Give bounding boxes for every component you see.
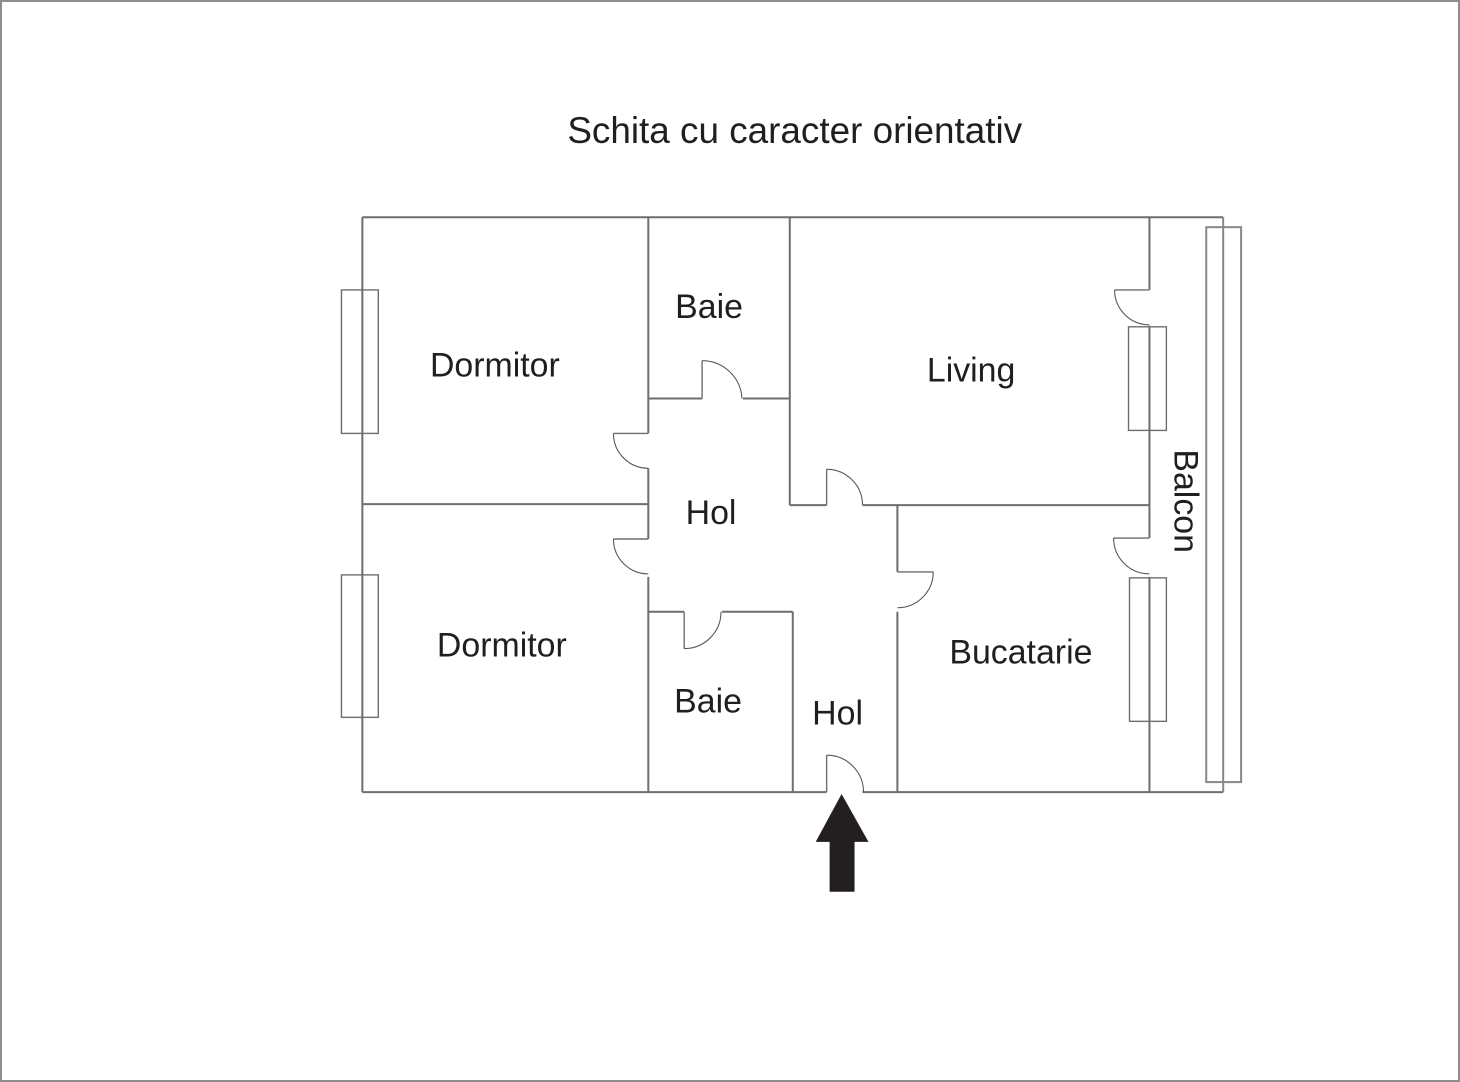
- door-entrance: [825, 754, 865, 793]
- outer-walls: [361, 216, 1224, 794]
- door-arc: [1114, 289, 1150, 326]
- room-label-hol-entry: Hol: [812, 694, 863, 732]
- window-living: [1127, 326, 1168, 432]
- door-dormitor-top: [612, 432, 649, 469]
- room-label-living: Living: [927, 352, 1015, 390]
- room-label-baie-top: Baie: [675, 288, 743, 326]
- door-dormitor-bottom: [612, 538, 649, 575]
- room-label-dormitor-bottom: Dormitor: [437, 627, 567, 665]
- door-baie-bottom: [683, 611, 722, 650]
- door-arc: [826, 468, 864, 506]
- door-arc: [702, 360, 743, 399]
- interior-walls: [362, 217, 1150, 793]
- page-title: Schita cu caracter orientativ: [567, 110, 1022, 151]
- door-arc: [826, 754, 865, 793]
- entrance-arrow-icon: [815, 794, 869, 892]
- doors: [612, 289, 1150, 793]
- room-label-hol-center: Hol: [686, 494, 737, 532]
- door-arc: [684, 611, 722, 650]
- door-arc: [612, 433, 649, 469]
- balcony-structure: [1205, 217, 1243, 793]
- door-arc: [612, 539, 649, 575]
- door-bucatarie: [897, 571, 934, 609]
- room-label-bucatarie: Bucatarie: [949, 634, 1092, 672]
- door-living-balcon: [1114, 289, 1150, 326]
- door-bucatarie-balcon: [1113, 537, 1150, 575]
- window-dormitor-top: [340, 289, 380, 435]
- door-arc: [897, 571, 934, 609]
- door-arc: [1113, 538, 1150, 575]
- door-baie-top: [701, 360, 743, 399]
- room-label-dormitor-top: Dormitor: [430, 347, 560, 385]
- balcony-glazing-band: [1205, 226, 1243, 784]
- room-label-baie-bottom: Baie: [674, 682, 742, 720]
- window-bucatarie: [1128, 577, 1168, 723]
- windows: [340, 289, 1168, 723]
- window-dormitor-bottom: [340, 574, 380, 719]
- room-label-balcon: Balcon: [1166, 449, 1204, 553]
- door-living: [825, 468, 864, 506]
